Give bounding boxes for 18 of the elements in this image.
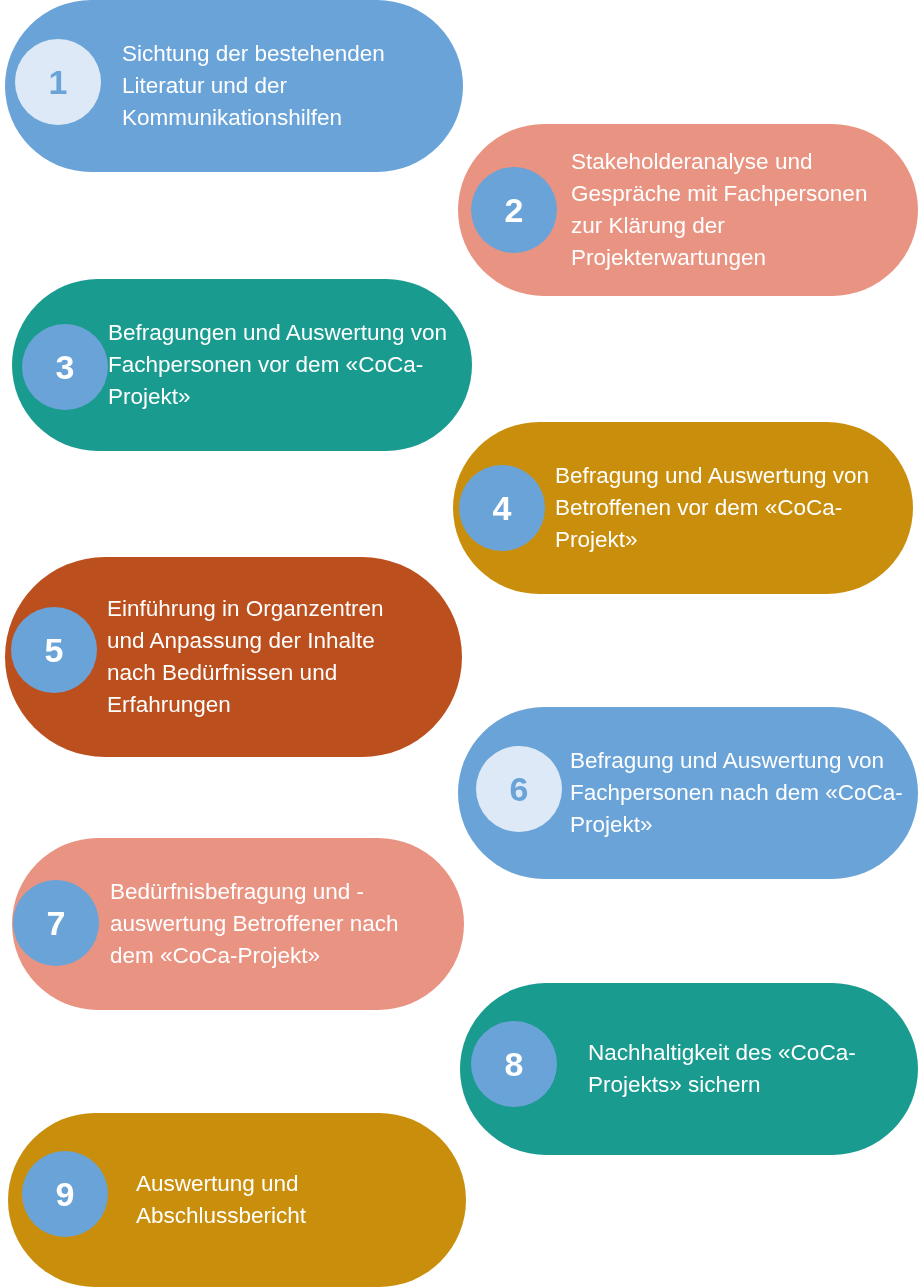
number-circle: 5 [11,607,97,693]
number-circle: 2 [471,167,557,253]
step-text: Sichtung der bestehenden Literatur und der Kommunikationshilfen [122,40,386,132]
number-circle: 7 [13,880,99,966]
step-text: Befragung und Auswertung von Fachpersonen nach dem «CoCa-Projekt» [570,747,904,839]
step-text: Auswertung und Abschlussbericht [136,1170,308,1230]
step-text: Befragungen und Auswertung von Fachpersonen vor dem «CoCa-Projekt» [108,319,448,411]
step-text: Stakeholderanalyse und Gespräche mit Fachpersonen zur Klärung der Projekterwartungen [571,148,869,272]
number-circle: 1 [15,39,101,125]
step-text: Einführung in Organzentren und Anpassung der Inhalte nach Bedürfnissen und Erfahrungen [107,595,385,719]
number-circle: 8 [471,1021,557,1107]
step-text: Befragung und Auswertung von Betroffenen vor dem «CoCa-Projekt» [555,462,870,554]
number-circle: 4 [459,465,545,551]
number-circle: 9 [22,1151,108,1237]
step-text: Nachhaltigkeit des «CoCa-Projekts» sichern [588,1039,857,1099]
step-text: Bedürfnisbefragung und -auswertung Betroffener nach dem «CoCa-Projekt» [110,878,400,970]
number-circle: 6 [476,746,562,832]
number-circle: 3 [22,324,108,410]
